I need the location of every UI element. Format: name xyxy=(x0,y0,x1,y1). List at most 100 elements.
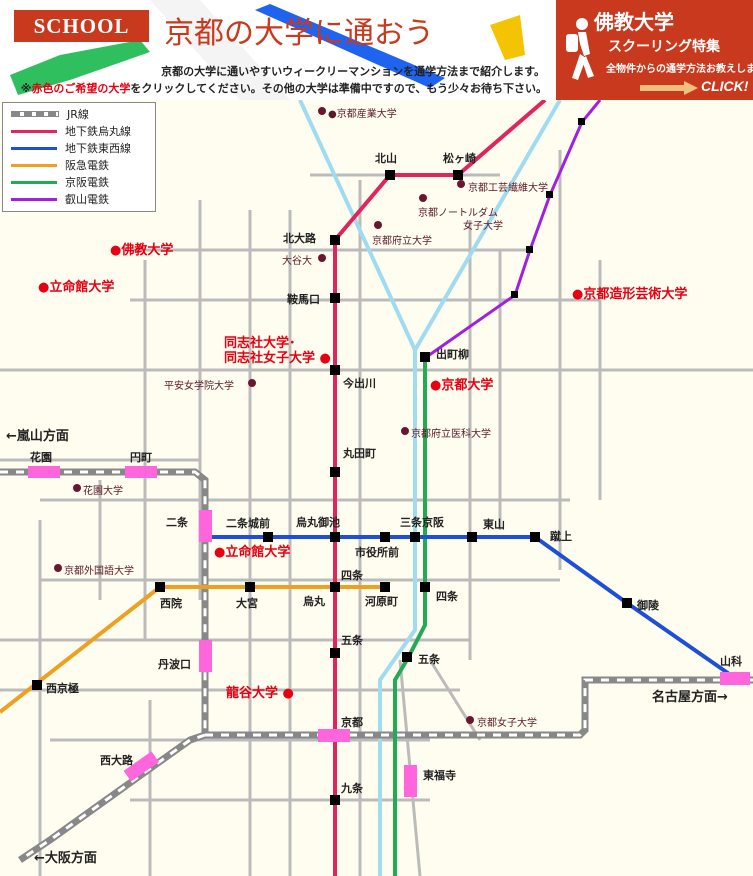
university-notre-dame-1: 京都ノートルダム xyxy=(418,208,498,219)
station-nijo: 二条 xyxy=(166,516,188,529)
station-kuramaguchi: 鞍馬口 xyxy=(287,293,320,306)
school-banner: SCHOOL 京都の大学に通おう 京都の大学に通いやすいウィークリーマンションを… xyxy=(0,0,553,102)
station-shijo: 四条 xyxy=(341,569,363,582)
school-badge: SCHOOL xyxy=(14,10,149,42)
promo-subtitle: スクーリング特集 xyxy=(608,39,720,55)
university-sangyo: ●京都産業大学 xyxy=(328,109,397,120)
station-matsugasaki: 松ヶ崎 xyxy=(443,152,476,165)
station-shijo-keihan: 四条 xyxy=(436,590,458,603)
station-nijo-jomae: 二条城前 xyxy=(226,517,270,530)
jr-line xyxy=(0,468,753,863)
station-hanazono: 花園 xyxy=(30,451,52,464)
legend-label: JR線 xyxy=(67,108,89,121)
legend-swatch xyxy=(11,111,59,117)
station-markers xyxy=(32,118,632,805)
street-grid xyxy=(0,150,753,876)
legend-label: 地下鉄東西線 xyxy=(65,142,131,155)
station-tofukuji: 東福寺 xyxy=(423,769,456,782)
university-ika: 京都府立医科大学 xyxy=(411,429,491,440)
legend-item-keihan: 京阪電鉄 xyxy=(11,175,109,189)
banner-decoration xyxy=(10,0,525,100)
tozai-line xyxy=(210,535,737,680)
link-bukkyo-university[interactable]: ●佛教大学 xyxy=(110,243,174,258)
station-karasuma-oike: 烏丸御池 xyxy=(296,516,340,529)
legend-swatch xyxy=(11,197,57,201)
university-name: 同志社女子大学 xyxy=(224,351,316,366)
legend-label: 叡山電鉄 xyxy=(65,193,109,206)
station-emmachi: 円町 xyxy=(130,451,152,464)
university-hanazono: 花園大学 xyxy=(83,486,123,497)
station-sanjo-keihan: 三条京阪 xyxy=(400,516,444,529)
desc-suffix: をクリックしてください。その他の大学は準備中ですので、もう少々お待ち下さい。 xyxy=(130,82,547,95)
legend-label: 京阪電鉄 xyxy=(65,176,109,189)
station-marutamachi: 丸田町 xyxy=(343,447,376,460)
legend-label: 阪急電鉄 xyxy=(65,159,109,172)
university-gaidai: 京都外国語大学 xyxy=(64,566,134,577)
direction-arashiyama: ←嵐山方面 xyxy=(6,429,69,444)
legend-swatch xyxy=(11,129,57,133)
station-keage: 蹴上 xyxy=(550,530,572,543)
station-nishikyogoku: 西京極 xyxy=(46,682,79,695)
legend-label: 地下鉄烏丸線 xyxy=(65,125,131,138)
university-dot: ● xyxy=(319,351,331,366)
link-kyoto-zokei-university[interactable]: ●京都造形芸術大学 xyxy=(572,287,688,302)
direction-osaka: ←大阪方面 xyxy=(34,851,97,866)
station-kitaoji: 北大路 xyxy=(283,232,316,245)
university-dots xyxy=(54,107,474,724)
railway-map: JR線 地下鉄烏丸線 地下鉄東西線 阪急電鉄 京阪電鉄 叡山電鉄 北山 松ヶ崎 … xyxy=(0,100,753,876)
station-tambaguchi: 丹波口 xyxy=(158,658,191,671)
direction-nagoya: 名古屋方面→ xyxy=(652,690,728,705)
station-nishioji: 西大路 xyxy=(100,754,133,767)
university-otani: 大谷大 xyxy=(282,256,312,267)
legend-swatch xyxy=(11,163,57,167)
description-line-1: 京都の大学に通いやすいウィークリーマンションを通学方法まで紹介します。 xyxy=(161,65,545,78)
click-button[interactable]: CLICK! xyxy=(701,78,749,94)
jr-station-markers xyxy=(28,466,750,797)
legend-item-jr: JR線 xyxy=(11,107,89,121)
station-misasagi: 御陵 xyxy=(637,599,659,612)
legend-swatch xyxy=(11,180,57,184)
university-heian: 平安女学院大学 xyxy=(164,381,234,392)
station-kitayama: 北山 xyxy=(375,152,397,165)
promo-description: 全物件からの通学方法お教えします。 xyxy=(606,64,753,75)
legend-item-hankyu: 阪急電鉄 xyxy=(11,158,109,172)
legend-item-tozai: 地下鉄東西線 xyxy=(11,141,131,155)
station-shiyakusho: 市役所前 xyxy=(355,546,399,559)
station-gojo: 五条 xyxy=(341,634,363,647)
station-yamashina: 山科 xyxy=(720,655,742,668)
page-title: 京都の大学に通おう xyxy=(164,16,434,51)
university-name: 龍谷大学 xyxy=(226,686,279,701)
link-kyoto-university[interactable]: ●京都大学 xyxy=(430,378,494,393)
link-ritsumeikan-nijo[interactable]: ●立命館大学 xyxy=(214,545,291,560)
station-omiya: 大宮 xyxy=(236,597,258,610)
station-karasuma: 烏丸 xyxy=(303,595,325,608)
river xyxy=(298,100,562,876)
header: SCHOOL 京都の大学に通おう 京都の大学に通いやすいウィークリーマンションを… xyxy=(0,0,753,102)
link-doshisha-university[interactable]: 同志社大学･ xyxy=(224,336,296,351)
desc-highlight: 赤色のご希望の大学 xyxy=(31,82,131,95)
promo-banner[interactable]: 佛教大学 スクーリング特集 全物件からの通学方法お教えします。 CLICK! xyxy=(553,0,753,100)
link-ritsumeikan-university[interactable]: ●立命館大学 xyxy=(38,280,115,295)
link-doshisha-womens-university[interactable]: 同志社女子大学 ● xyxy=(224,347,331,366)
station-kyoto: 京都 xyxy=(341,716,363,729)
university-kogei: 京都工芸繊維大学 xyxy=(468,183,548,194)
station-saiin: 西院 xyxy=(160,597,182,610)
arrow-right-icon xyxy=(640,81,698,95)
legend-item-karasuma: 地下鉄烏丸線 xyxy=(11,124,131,138)
station-demachiyanagi: 出町柳 xyxy=(436,348,469,361)
station-gojo-keihan: 五条 xyxy=(418,653,440,666)
university-joshi: 京都女子大学 xyxy=(477,718,537,729)
map-canvas xyxy=(0,100,753,876)
station-imadegawa: 今出川 xyxy=(343,377,376,390)
university-furitsu: 京都府立大学 xyxy=(372,236,432,247)
eizan-line xyxy=(424,100,602,360)
legend-item-eizan: 叡山電鉄 xyxy=(11,192,109,206)
description-line-2: ※赤色のご希望の大学をクリックしてください。その他の大学は準備中ですので、もう少… xyxy=(21,80,547,96)
station-kujo: 九条 xyxy=(341,782,363,795)
legend: JR線 地下鉄烏丸線 地下鉄東西線 阪急電鉄 京阪電鉄 叡山電鉄 xyxy=(2,102,156,212)
station-kawaramachi: 河原町 xyxy=(365,595,398,608)
university-notre-dame-2: 女子大学 xyxy=(463,221,503,232)
link-ryukoku-university[interactable]: 龍谷大学 ● xyxy=(226,682,294,701)
desc-prefix: ※ xyxy=(20,82,32,95)
promo-title: 佛教大学 xyxy=(594,10,674,34)
